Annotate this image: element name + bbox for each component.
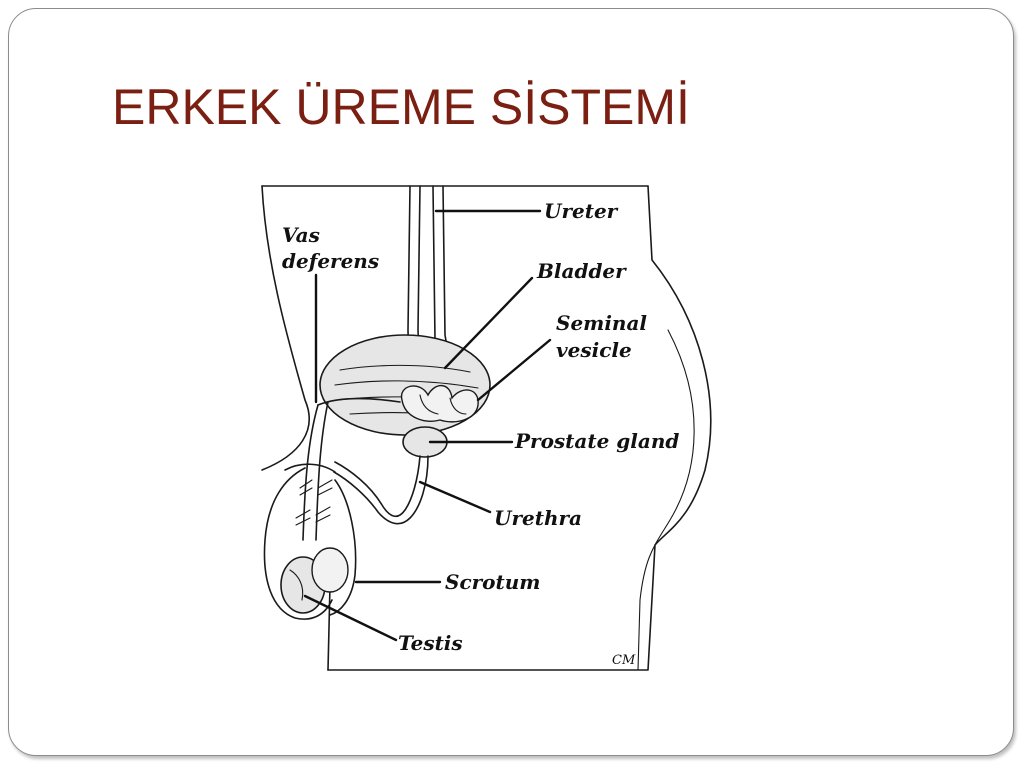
label-seminal-line1: Seminal — [556, 311, 647, 335]
slide-frame — [8, 8, 1014, 756]
label-bladder: Bladder — [536, 259, 627, 283]
label-vas-line2: deferens — [282, 249, 379, 273]
label-vas-line1: Vas — [282, 223, 320, 247]
leader-seminal-vesicle — [476, 338, 552, 402]
label-testis: Testis — [398, 631, 463, 655]
body-outline — [261, 185, 712, 671]
label-seminal-line2: vesicle — [556, 338, 632, 362]
leader-urethra — [418, 480, 492, 514]
label-scrotum: Scrotum — [445, 570, 540, 594]
label-urethra: Urethra — [494, 506, 582, 530]
urethra — [333, 455, 429, 525]
artist-signature: CM — [612, 653, 636, 668]
leader-testis — [303, 594, 398, 642]
vas-deferens-tubes — [295, 397, 401, 541]
leader-lines — [303, 209, 552, 642]
label-ureter: Ureter — [544, 199, 619, 223]
scrotum — [263, 463, 357, 620]
slide-title: ERKEK ÜREME SİSTEMİ — [112, 79, 690, 135]
label-prostate-gland: Prostate gland — [514, 429, 679, 453]
leader-bladder — [443, 276, 534, 370]
testis — [280, 547, 349, 614]
seminal-vesicles — [400, 384, 479, 423]
